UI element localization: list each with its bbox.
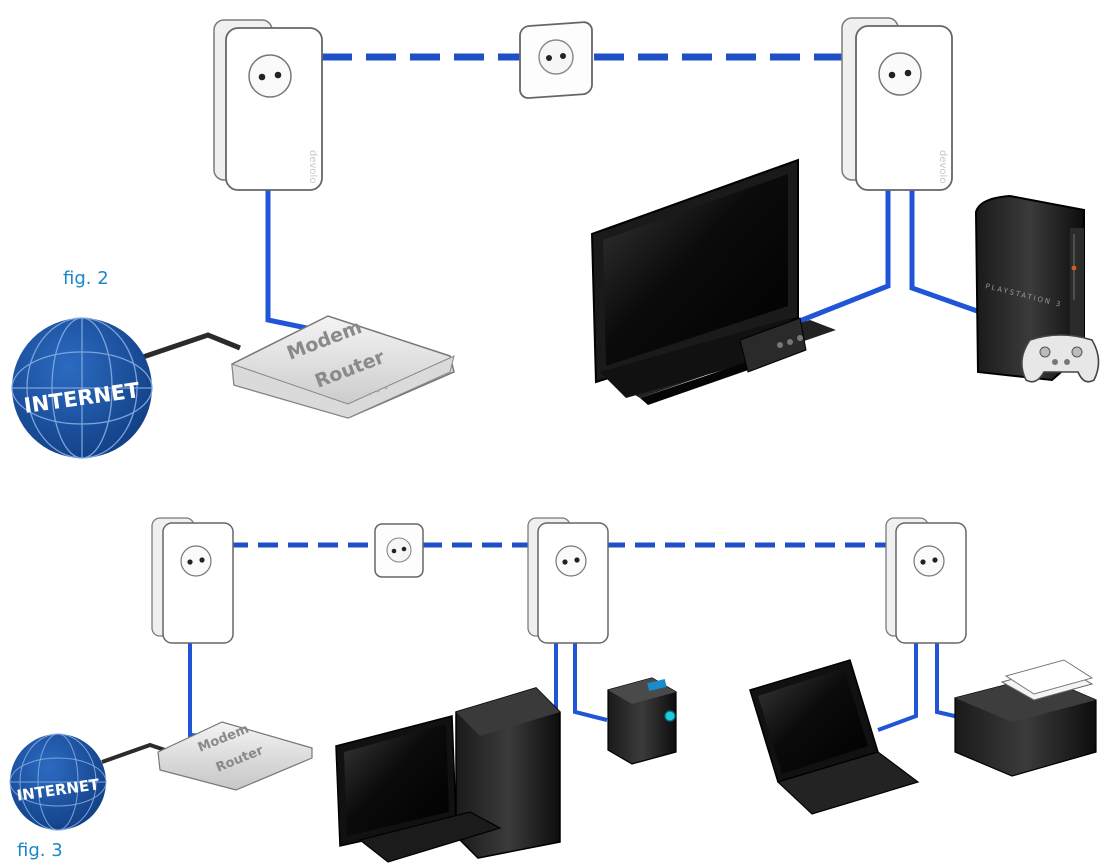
lan-cable <box>265 188 351 340</box>
game-console-icon: PLAYSTATION 3 <box>974 194 1085 382</box>
desktop-pc-icon <box>335 687 561 863</box>
lan-cable <box>188 638 239 740</box>
tv-icon <box>590 158 836 405</box>
figure-label-3: fig. 3 <box>17 840 63 861</box>
lan-cable <box>909 190 981 315</box>
internet-globe-icon: INTERNET <box>11 317 153 459</box>
powerline-adapter-icon <box>151 517 234 644</box>
modem-router-icon: Modem Router <box>157 721 313 791</box>
brand-label: devolo <box>307 150 318 183</box>
powerline-adapter-icon <box>527 517 609 644</box>
powerline-adapter-icon: devolo <box>213 19 323 191</box>
dsl-cable <box>101 742 166 764</box>
lan-cable <box>771 190 891 335</box>
lan-cable <box>573 640 608 722</box>
lan-cable <box>877 640 918 732</box>
fig3-diagram: Modem Router INTERNET <box>9 517 1097 863</box>
figure-label-2: fig. 2 <box>63 268 109 289</box>
powerline-adapter-icon: devolo <box>841 17 953 191</box>
internet-globe-icon: INTERNET <box>9 733 107 831</box>
modem-router-icon: Modem Router <box>231 315 455 419</box>
printer-icon <box>954 659 1097 777</box>
gamepad-icon <box>1021 334 1100 383</box>
wall-socket-icon <box>374 523 424 578</box>
wall-socket-icon <box>519 21 593 99</box>
powerline-adapter-icon <box>885 517 967 644</box>
brand-label: devolo <box>937 150 948 183</box>
dsl-cable <box>139 332 241 361</box>
laptop-icon <box>749 659 920 815</box>
storage-device-icon <box>607 677 677 765</box>
fig2-diagram: devolo devolo <box>11 17 1100 459</box>
